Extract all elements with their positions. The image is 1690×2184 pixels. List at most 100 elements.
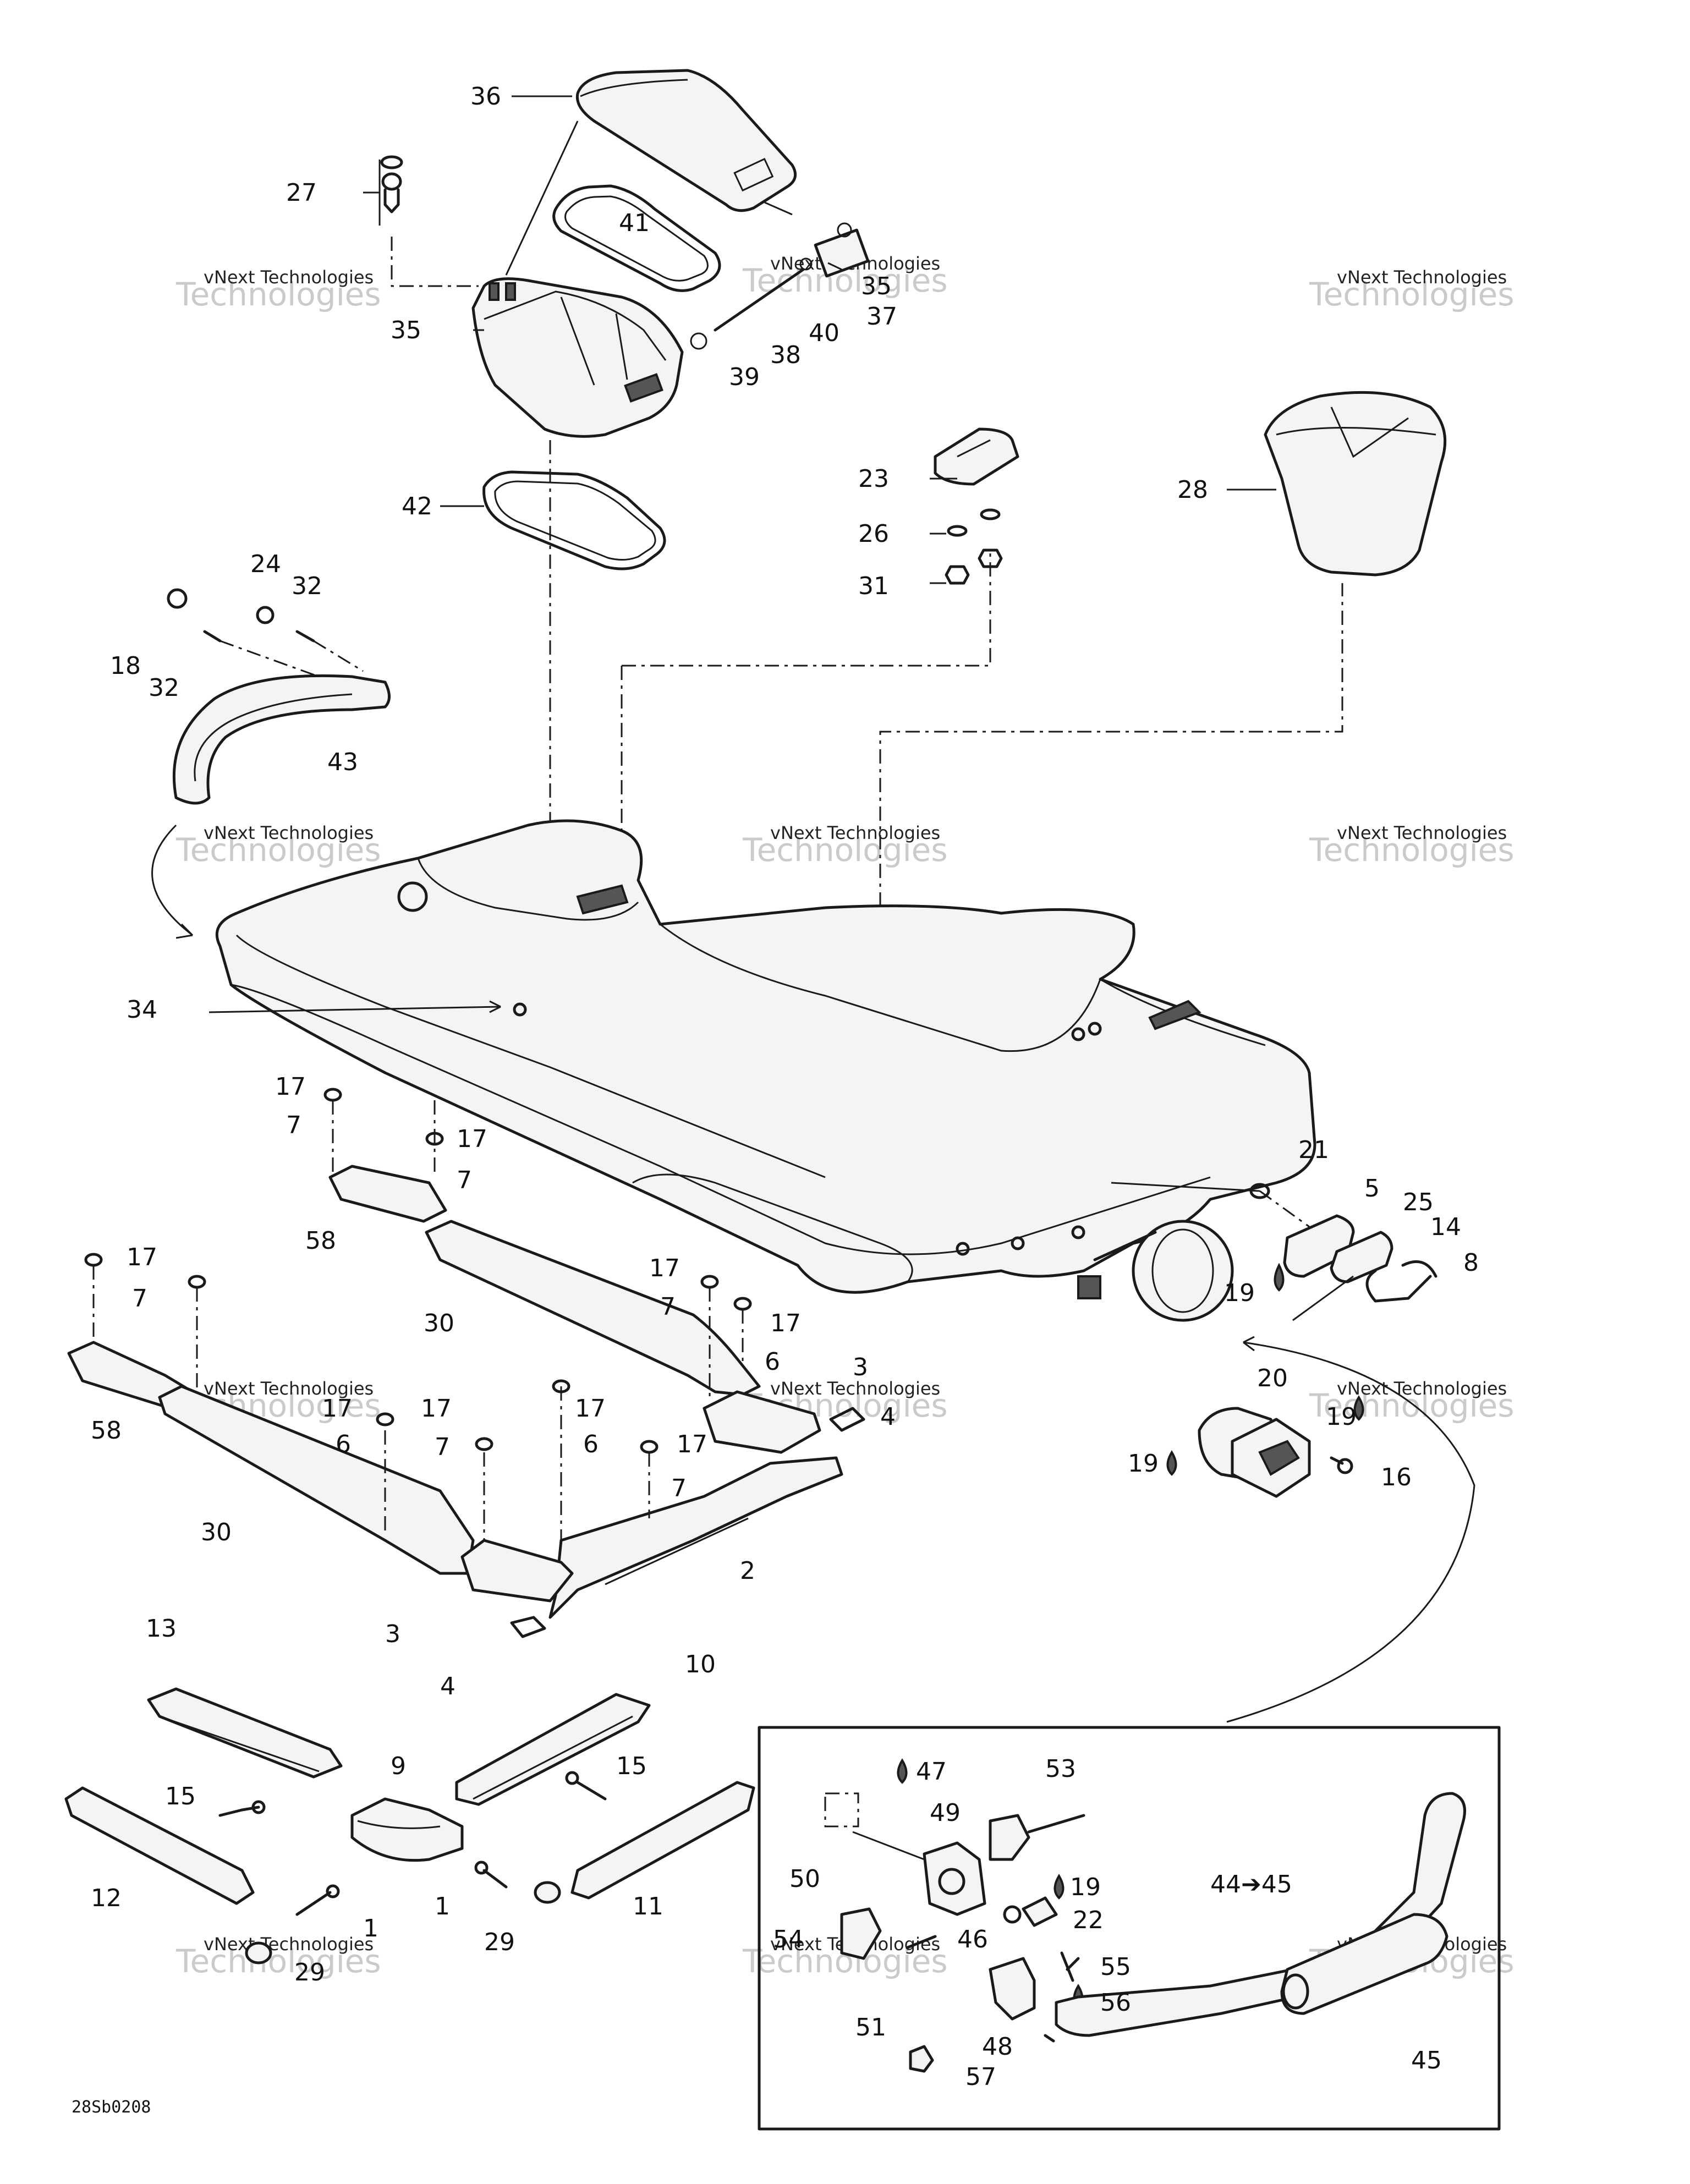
svg-text:vNext Technologies: vNext Technologies [1337, 267, 1507, 288]
svg-text:vNext Technologies: vNext Technologies [770, 1378, 940, 1399]
callout-27: 27 [286, 179, 317, 207]
grab-handle-43 [167, 588, 391, 805]
callout-16: 16 [1381, 1463, 1412, 1491]
storage-bin-35 [471, 277, 684, 438]
callout-44-45: 44➔45 [1210, 1870, 1292, 1898]
rub-strip-12 [64, 1786, 255, 1905]
svg-text:Technologies: Technologies [175, 831, 381, 869]
callout-49: 49 [930, 1799, 961, 1827]
callout-31: 31 [858, 572, 889, 600]
sponson-58-top [323, 1088, 447, 1223]
clip-27 [380, 155, 479, 287]
callout-30-a: 30 [424, 1309, 454, 1337]
callout-37: 37 [866, 303, 897, 331]
callout-36: 36 [470, 83, 501, 111]
callout-23: 23 [858, 465, 889, 493]
callout-34: 34 [127, 996, 157, 1024]
callout-1-a: 1 [363, 1914, 378, 1942]
callout-7-e: 7 [435, 1433, 450, 1461]
callout-7-d: 7 [660, 1293, 676, 1321]
callout-40: 40 [809, 319, 839, 347]
callout-8: 8 [1463, 1249, 1479, 1277]
svg-text:Technologies: Technologies [1309, 276, 1515, 313]
cap-29-right [534, 1881, 561, 1904]
svg-text:vNext Technologies: vNext Technologies [1337, 822, 1507, 843]
watermark-group: Technologies vNext Technologies Technolo… [175, 253, 1515, 1980]
callout-48: 48 [982, 2033, 1013, 2061]
latch-23 [934, 427, 1019, 585]
callout-15-b: 15 [616, 1752, 647, 1780]
callout-14: 14 [1430, 1213, 1461, 1241]
gasket-42 [482, 470, 666, 570]
cap-29-left [245, 1941, 272, 1964]
callout-20: 20 [1257, 1364, 1288, 1392]
callout-18: 18 [110, 652, 141, 680]
callout-26: 26 [858, 520, 889, 548]
svg-text:vNext Technologies: vNext Technologies [204, 267, 374, 288]
callout-39: 39 [729, 363, 760, 391]
svg-text:Technologies: Technologies [742, 831, 948, 869]
callout-7-c: 7 [132, 1285, 147, 1313]
callout-25: 25 [1403, 1188, 1434, 1216]
callout-6-a: 6 [765, 1348, 780, 1376]
callout-29-b: 29 [484, 1928, 515, 1956]
svg-text:Technologies: Technologies [1309, 1387, 1515, 1424]
callout-10: 10 [685, 1650, 716, 1678]
callout-19-b: 19 [1326, 1403, 1357, 1431]
callout-55: 55 [1100, 1953, 1131, 1981]
callout-53: 53 [1045, 1755, 1076, 1783]
callout-13: 13 [146, 1615, 177, 1643]
svg-text:Technologies: Technologies [1309, 831, 1515, 869]
callout-17-g: 17 [421, 1395, 452, 1423]
ride-plate-2 [548, 1379, 843, 1619]
callout-17-a: 17 [275, 1073, 306, 1101]
fin-10 [455, 1693, 651, 1806]
gasket-41 [552, 184, 721, 292]
callout-2: 2 [740, 1557, 755, 1585]
callout-35-b: 35 [861, 272, 892, 300]
callout-15-a: 15 [165, 1782, 196, 1810]
callout-47: 47 [916, 1758, 947, 1786]
callout-54: 54 [773, 1925, 804, 1953]
rivet-15-right [565, 1771, 607, 1801]
fin-13 [147, 1687, 343, 1779]
sponson-58-left [67, 1253, 206, 1410]
callout-3-a: 3 [853, 1353, 868, 1381]
callout-17-i: 17 [677, 1430, 707, 1458]
watermark-5: Technologies vNext Technologies [742, 822, 948, 869]
callout-7-f: 7 [671, 1474, 687, 1502]
callout-7-a: 7 [286, 1111, 301, 1139]
callout-43: 43 [327, 748, 358, 776]
callout-17-d: 17 [649, 1254, 680, 1282]
callout-12: 12 [91, 1884, 122, 1912]
svg-text:vNext Technologies: vNext Technologies [204, 1378, 374, 1399]
callout-41: 41 [619, 209, 650, 237]
callout-24: 24 [250, 550, 281, 578]
diagram-code: 28Sb0208 [72, 2098, 151, 2117]
callout-58-a: 58 [305, 1227, 336, 1255]
watermark-10: Technologies vNext Technologies [175, 1934, 381, 1980]
svg-text:vNext Technologies: vNext Technologies [204, 1934, 374, 1955]
svg-text:vNext Technologies: vNext Technologies [1337, 1378, 1507, 1399]
strake-30-top [425, 1220, 761, 1397]
callout-38: 38 [770, 341, 801, 369]
callout-11: 11 [633, 1892, 663, 1920]
svg-text:vNext Technologies: vNext Technologies [770, 822, 940, 843]
callout-19-a: 19 [1224, 1279, 1255, 1307]
callout-4-b: 4 [440, 1672, 456, 1700]
callout-5: 5 [1364, 1175, 1380, 1203]
callout-17-f: 17 [322, 1395, 353, 1423]
watermark-1: Technologies vNext Technologies [175, 267, 381, 313]
callout-30-b: 30 [201, 1518, 232, 1546]
callout-6-b: 6 [336, 1430, 351, 1458]
callout-35: 35 [391, 316, 421, 344]
rub-strip-11 [570, 1781, 755, 1900]
callout-46: 46 [957, 1925, 988, 1953]
watermark-9: Technologies vNext Technologies [1309, 1378, 1515, 1424]
svg-text:Technologies: Technologies [175, 1942, 381, 1980]
hull-body [215, 819, 1316, 1322]
callout-32-b: 32 [149, 674, 179, 702]
strake-3-left [460, 1539, 574, 1638]
leader-lines [363, 95, 1354, 1321]
